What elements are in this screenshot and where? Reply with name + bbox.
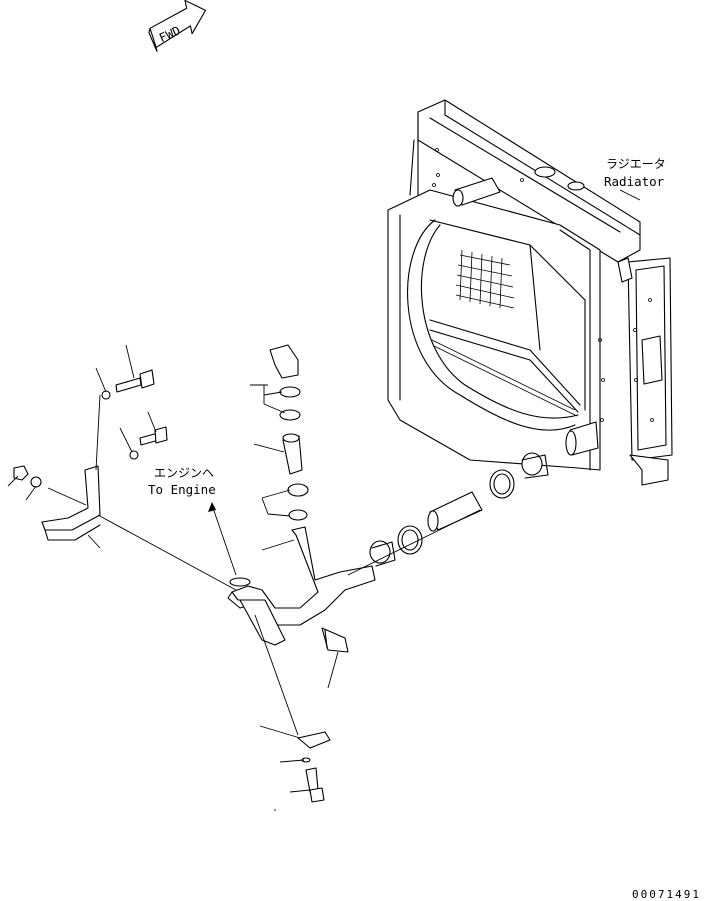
water-pipe xyxy=(227,526,376,653)
fwd-arrow-icon: FWD xyxy=(148,0,207,52)
hose-clamp-set-upper xyxy=(269,344,309,521)
hose-clamp-set-right xyxy=(369,452,549,567)
drawing-number: 00071491 xyxy=(632,888,701,901)
engine-label: エンジンヘ To Engine xyxy=(148,466,216,497)
lower-bracket-set xyxy=(297,731,331,803)
left-bracket-set xyxy=(13,369,168,541)
bolt-icon xyxy=(115,369,155,393)
bolt-icon xyxy=(305,767,325,803)
bolt-icon xyxy=(139,426,168,446)
radiator-label-en: Radiator xyxy=(604,174,665,189)
radiator-assembly xyxy=(387,99,673,486)
arrow-up-icon xyxy=(208,502,216,512)
radiator-label-jp: ラジエータ xyxy=(606,157,666,171)
engine-label-en: To Engine xyxy=(148,482,216,497)
engine-label-jp: エンジンヘ xyxy=(154,466,214,480)
radiator-label: ラジエータ Radiator xyxy=(604,157,666,189)
leader-lines xyxy=(7,189,641,811)
